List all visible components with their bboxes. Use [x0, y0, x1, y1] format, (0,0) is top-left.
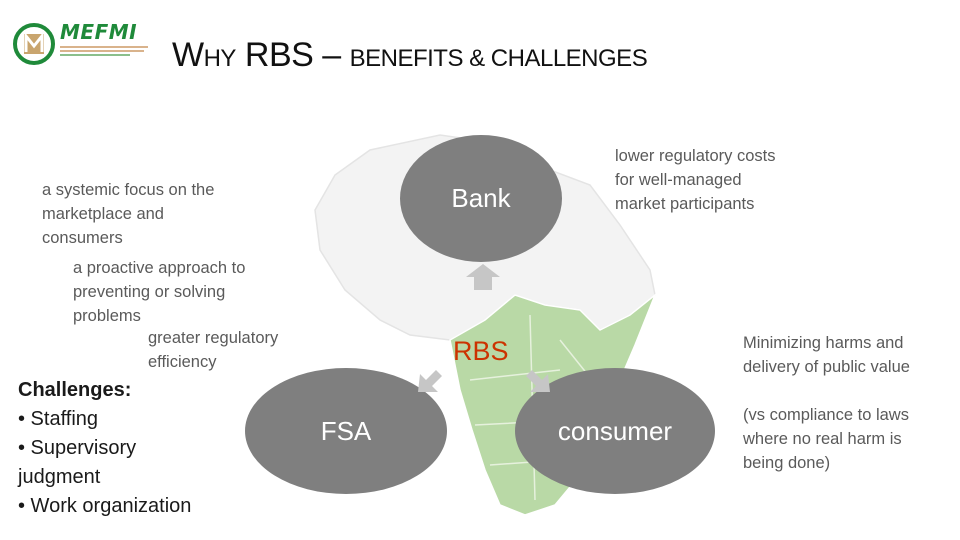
consumer-label: consumer [557, 415, 673, 446]
title-initial: W [172, 36, 204, 74]
bank-oval: Bank [400, 135, 562, 262]
note-line: (vs compliance to laws [743, 406, 909, 424]
title-mid: RBS – [235, 36, 350, 74]
logo-tagline-graphic [60, 46, 150, 62]
arrow-up-icon [466, 264, 500, 290]
arrow-down-right-icon [526, 370, 550, 392]
benefit-line: a proactive approach to [73, 259, 246, 277]
benefit-line: preventing or solving [73, 283, 226, 301]
challenge-item: judgment [18, 466, 101, 488]
note-line: being done) [743, 454, 831, 472]
bank-label: Bank [451, 183, 511, 213]
fsa-label: FSA [320, 415, 372, 446]
benefit-regulatory-efficiency: greater regulatory efficiency [148, 326, 278, 374]
consumer-note-harms: Minimizing harms and delivery of public … [743, 331, 910, 379]
note-line: Minimizing harms and [743, 334, 904, 352]
benefit-line: marketplace and [42, 205, 164, 223]
challenge-item: • Work organization [18, 495, 192, 517]
benefit-line: consumers [42, 229, 123, 247]
note-line: delivery of public value [743, 358, 910, 376]
benefit-line: problems [73, 307, 141, 325]
benefit-line: greater regulatory [148, 329, 279, 347]
note-line: lower regulatory costs [615, 147, 776, 165]
benefit-line: efficiency [148, 353, 217, 371]
benefit-proactive-approach: a proactive approach to preventing or so… [73, 256, 245, 328]
rbs-center-label: RBS [453, 336, 509, 366]
note-line: for well-managed [615, 171, 742, 189]
fsa-oval: FSA [245, 368, 447, 494]
arrow-down-left-icon [418, 370, 442, 392]
note-line: where no real harm is [743, 430, 902, 448]
page-title: WHY RBS – BENEFITS & CHALLENGES [172, 36, 648, 75]
bank-note: lower regulatory costs for well-managed … [615, 144, 775, 216]
benefit-line: a systemic focus on the [42, 181, 215, 199]
mefmi-logo: MEFMI [12, 18, 150, 72]
consumer-note-compliance: (vs compliance to laws where no real har… [743, 403, 909, 475]
challenge-item: • Supervisory [18, 437, 137, 459]
note-line: market participants [615, 195, 755, 213]
title-caps: HY [203, 45, 237, 72]
benefit-systemic-focus: a systemic focus on the marketplace and … [42, 178, 214, 250]
challenges-list: Challenges: • Staffing • Supervisory jud… [18, 376, 191, 521]
title-small-caps: BENEFITS & CHALLENGES [349, 45, 648, 72]
challenge-item: • Staffing [18, 408, 99, 430]
challenges-heading: Challenges: [18, 379, 132, 401]
logo-wordmark: MEFMI [60, 20, 138, 44]
mefmi-emblem-icon [13, 23, 55, 65]
